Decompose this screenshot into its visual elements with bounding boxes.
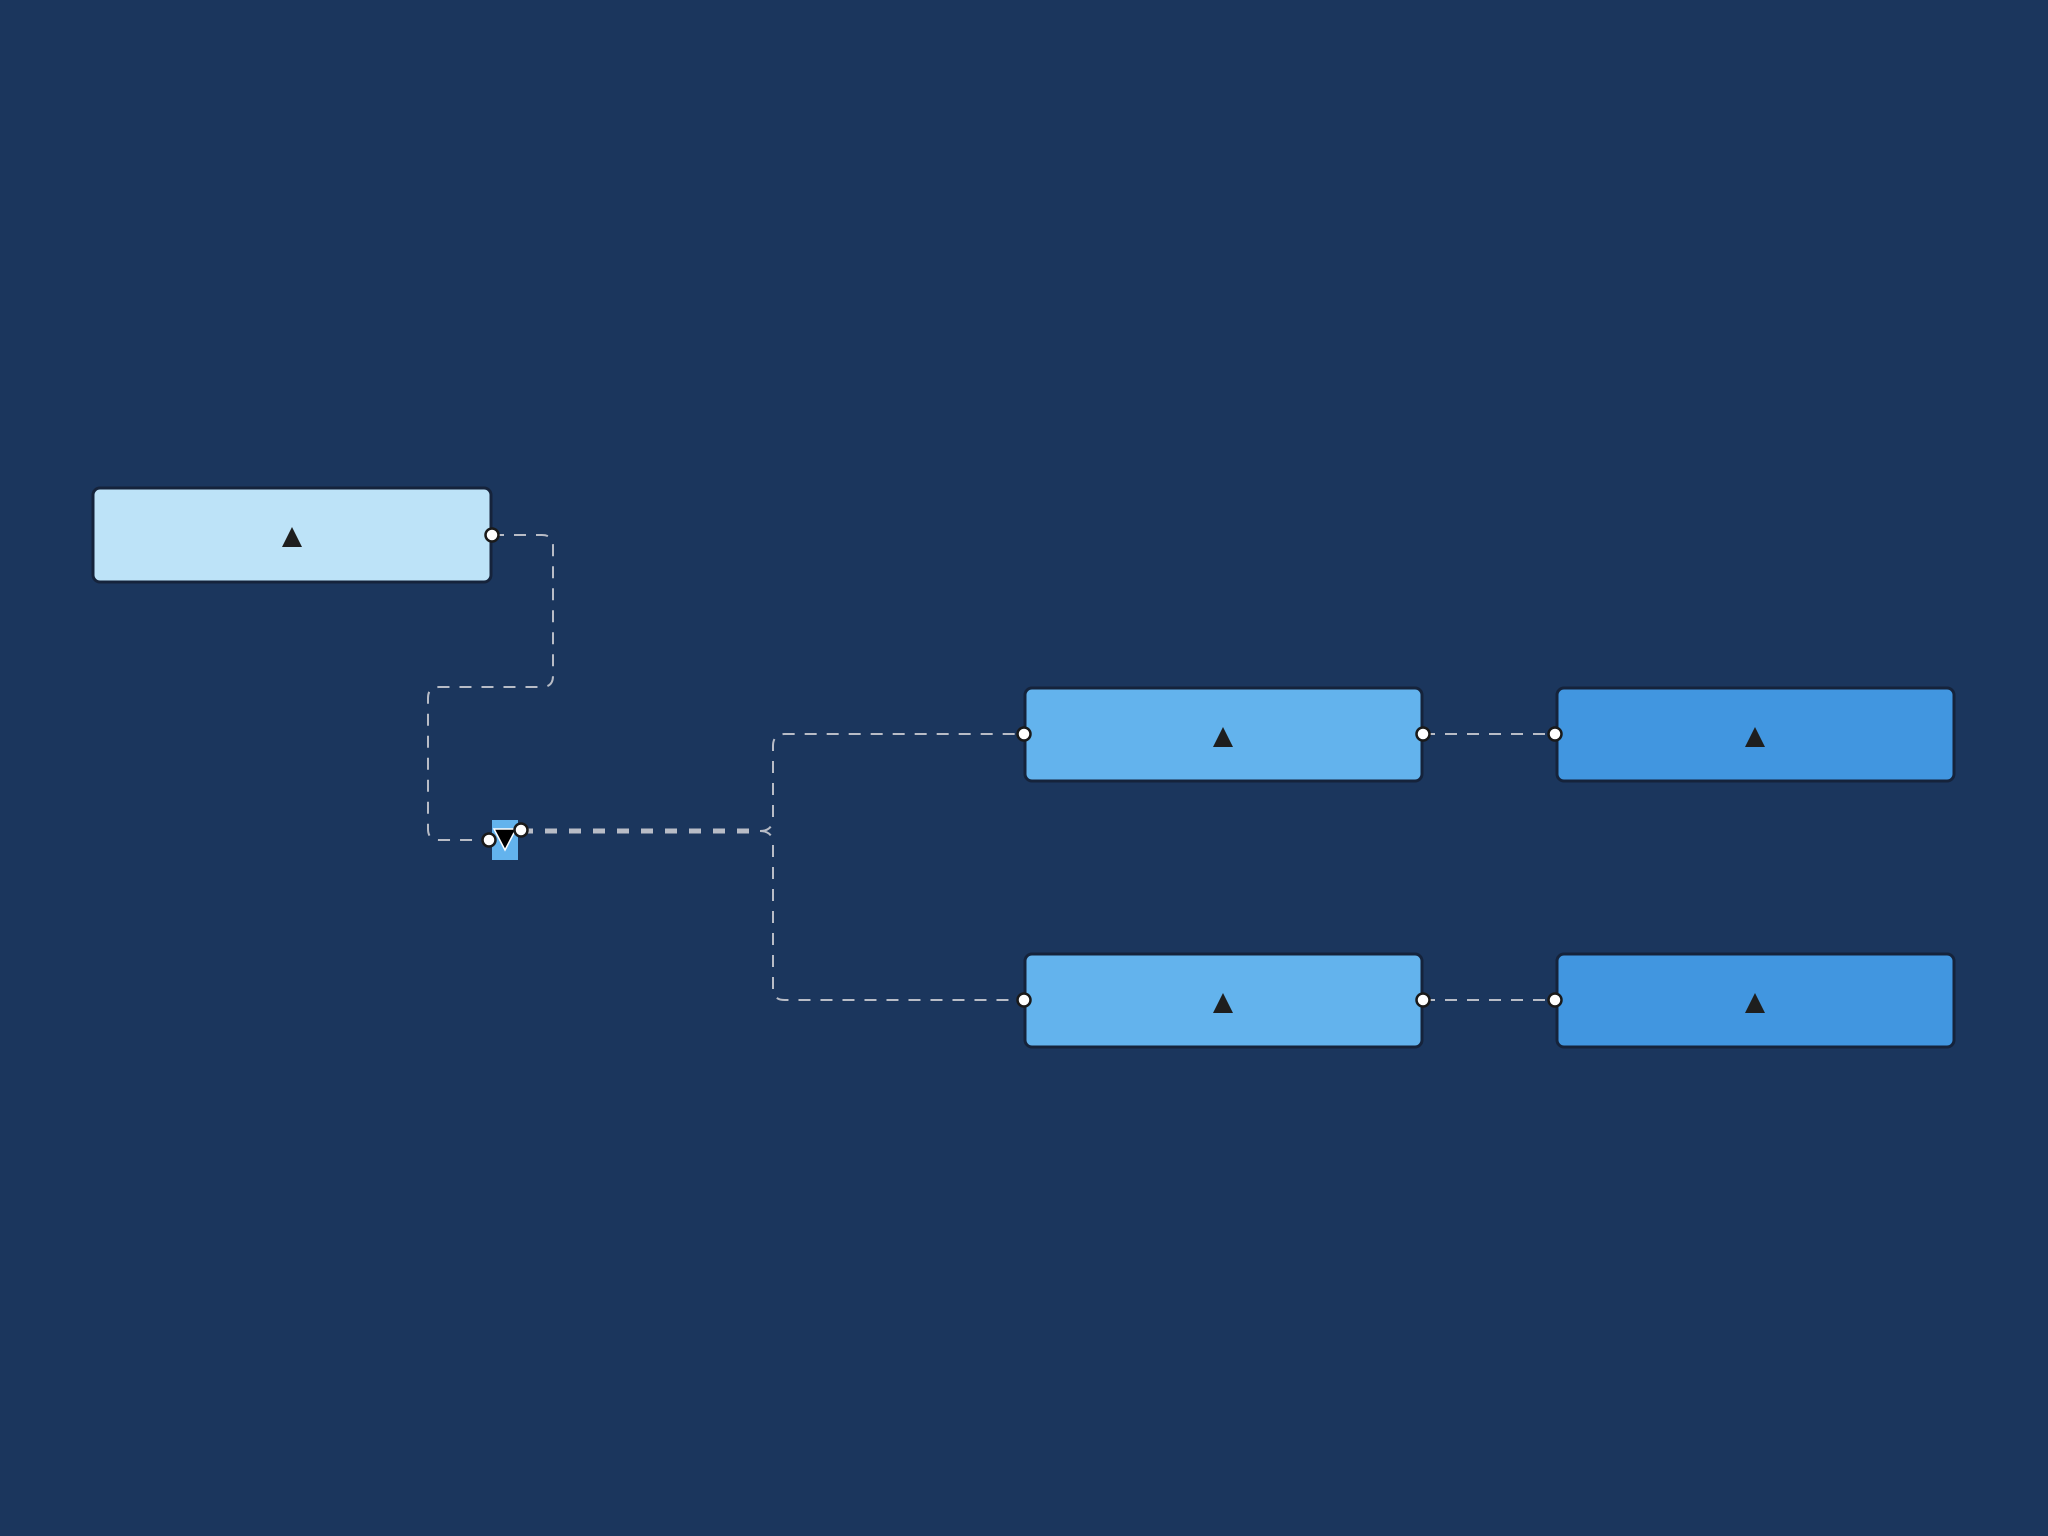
output-port[interactable] bbox=[1415, 992, 1431, 1008]
expand-triangle-icon[interactable] bbox=[1745, 727, 1765, 747]
junction-input-port[interactable] bbox=[481, 832, 497, 848]
expand-triangle-icon[interactable] bbox=[282, 527, 302, 547]
output-port[interactable] bbox=[484, 527, 500, 543]
expand-triangle-icon[interactable] bbox=[1213, 993, 1233, 1013]
junction-node[interactable] bbox=[481, 820, 529, 860]
output-port[interactable] bbox=[1415, 726, 1431, 742]
edge-junction-to-branch-bottom bbox=[759, 830, 1023, 1001]
node-leaf-top[interactable] bbox=[1547, 686, 1956, 783]
input-port[interactable] bbox=[1547, 992, 1563, 1008]
expand-triangle-icon[interactable] bbox=[1213, 727, 1233, 747]
collapse-triangle-icon[interactable] bbox=[492, 828, 518, 852]
edges bbox=[427, 534, 1555, 1001]
edge-root-to-junction bbox=[427, 534, 554, 841]
expand-triangle-icon[interactable] bbox=[1745, 993, 1765, 1013]
input-port[interactable] bbox=[1016, 992, 1032, 1008]
input-port[interactable] bbox=[1016, 726, 1032, 742]
edge-junction-to-branch-top bbox=[759, 733, 1023, 832]
input-port[interactable] bbox=[1547, 726, 1563, 742]
junction-output-port[interactable] bbox=[513, 822, 529, 838]
node-branch-bottom[interactable] bbox=[1016, 952, 1431, 1049]
node-branch-top[interactable] bbox=[1016, 686, 1431, 783]
node-root[interactable] bbox=[91, 486, 500, 584]
node-leaf-bottom[interactable] bbox=[1547, 952, 1956, 1049]
